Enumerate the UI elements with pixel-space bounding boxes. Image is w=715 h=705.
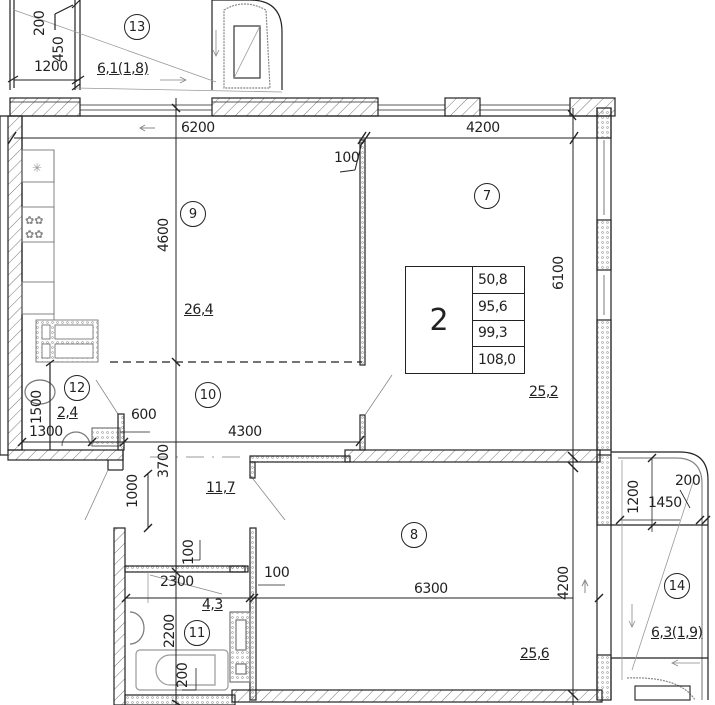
- room-marker-14: 14: [664, 573, 690, 599]
- balcony-14: [611, 451, 709, 701]
- dim-4600: 4600: [156, 218, 172, 252]
- area-label-10: 11,7: [206, 480, 236, 496]
- dim-2300: 2300: [160, 574, 194, 590]
- dim-200-top: 200: [32, 10, 48, 36]
- svg-text:✿✿: ✿✿: [25, 229, 43, 241]
- area-label-12: 2,4: [57, 405, 78, 421]
- dim-200-a: 200: [175, 662, 191, 688]
- dim-6100: 6100: [551, 256, 567, 290]
- room-marker-13: 13: [124, 14, 150, 40]
- exterior-wall-left: [0, 115, 23, 455]
- exterior-wall-right: [596, 107, 612, 701]
- dim-1200-b: 1200: [626, 480, 642, 514]
- dim-6300: 6300: [414, 581, 448, 597]
- room-count: 2: [406, 267, 473, 373]
- dim-100-c: 100: [264, 565, 290, 581]
- dim-4200-top: 4200: [466, 120, 500, 136]
- area-label-14: 6,3(1,9): [651, 625, 703, 641]
- dimension-lines: [7, 98, 711, 705]
- partition-wall-7-9: [359, 139, 393, 451]
- area-label-13: 6,1(1,8): [97, 61, 149, 77]
- dim-4200-right: 4200: [556, 566, 572, 600]
- balcony-13: [7, 0, 283, 93]
- dim-450: 450: [51, 36, 67, 62]
- area-label-9: 26,4: [184, 302, 214, 318]
- dim-1200-top: 1200: [34, 59, 68, 75]
- area-label-8: 25,6: [520, 646, 550, 662]
- dim-1450: 1450: [648, 495, 682, 511]
- dim-100-a: 100: [334, 150, 360, 166]
- exterior-wall-top: [0, 97, 616, 117]
- dim-6200: 6200: [181, 120, 215, 136]
- room-marker-8: 8: [401, 522, 427, 548]
- apartment-summary-table: 2 50,8 95,6 99,3 108,0: [405, 266, 525, 374]
- area-total-with-balconies: 108,0: [478, 352, 516, 369]
- hood-icon: ✳: [32, 161, 42, 175]
- room-marker-10: 10: [195, 382, 221, 408]
- interior-wall-middle: [0, 449, 601, 521]
- area-total: 95,6: [473, 294, 524, 321]
- dim-600: 600: [131, 407, 157, 423]
- dim-1300: 1300: [29, 424, 63, 440]
- area-label-7: 25,2: [529, 384, 559, 400]
- dim-1000: 1000: [125, 474, 141, 508]
- dim-2200: 2200: [162, 614, 178, 648]
- room-marker-7: 7: [474, 183, 500, 209]
- area-label-11: 4,3: [202, 597, 223, 613]
- dim-1500: 1500: [29, 390, 45, 424]
- dim-4300: 4300: [228, 424, 262, 440]
- kitchen-fixtures: [21, 149, 99, 363]
- dim-200-b: 200: [675, 473, 701, 489]
- dim-100-b: 100: [181, 539, 197, 565]
- svg-text:✿✿: ✿✿: [25, 215, 43, 227]
- room-marker-12: 12: [64, 375, 90, 401]
- room-marker-11: 11: [184, 620, 210, 646]
- dim-3700: 3700: [156, 444, 172, 478]
- room-marker-9: 9: [180, 201, 206, 227]
- area-total-with-balconies-reduced: 99,3: [473, 321, 524, 348]
- exterior-wall-bottom: [231, 689, 603, 703]
- area-living: 50,8: [473, 267, 524, 294]
